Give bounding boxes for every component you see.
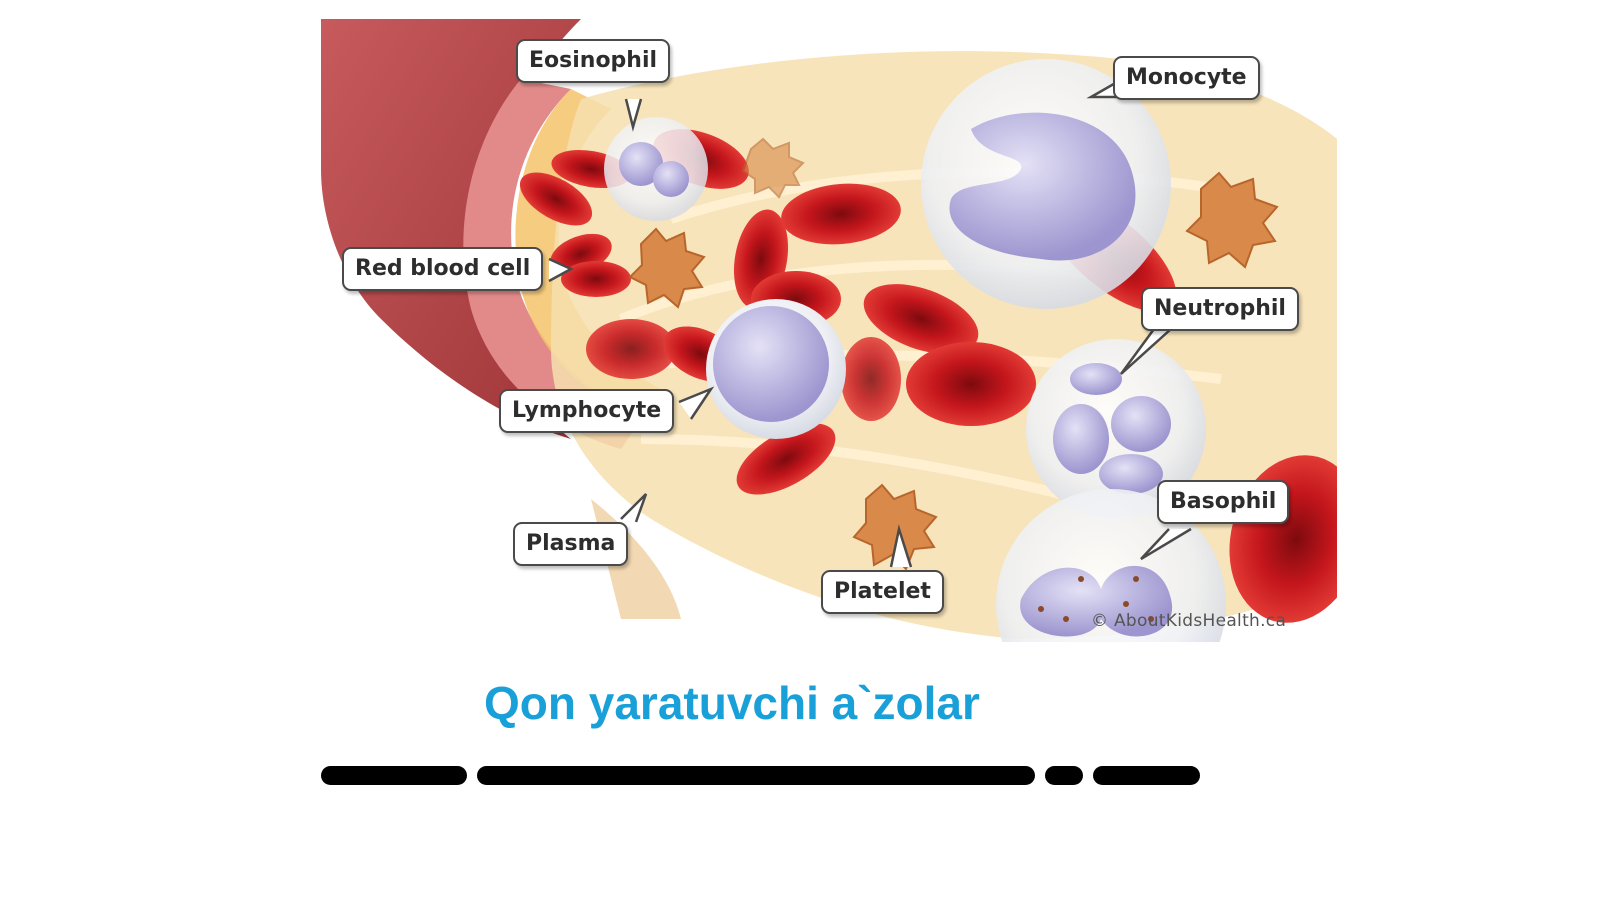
platelets [628, 137, 1279, 571]
label-platelet: Platelet [821, 570, 944, 614]
blood-cells-illustration: Eosinophil Monocyte Red blood cell Neutr… [321, 19, 1337, 642]
label-lymphocyte: Lymphocyte [499, 389, 675, 433]
slide-title: Qon yaratuvchi a`zolar [484, 677, 980, 729]
vessel-wall [321, 19, 581, 439]
label-monocyte: Monocyte [1113, 56, 1260, 100]
neutrophil-cell [1026, 339, 1206, 519]
redacted-text-bar-2 [477, 766, 1035, 785]
label-eosinophil: Eosinophil [516, 39, 671, 83]
label-basophil: Basophil [1157, 480, 1290, 524]
redacted-text-bar-3 [1045, 766, 1083, 785]
label-plasma: Plasma [513, 522, 629, 566]
redacted-text-bar-4 [1093, 766, 1200, 785]
label-red-blood-cell: Red blood cell [342, 247, 544, 291]
blood-illustration-svg [321, 19, 1337, 642]
vessel-inner-wall [463, 79, 641, 449]
image-credit: © AboutKidsHealth.ca [1091, 611, 1287, 631]
eosinophil-cell [604, 117, 708, 221]
label-neutrophil: Neutrophil [1141, 287, 1299, 331]
redacted-text-bar-1 [321, 766, 467, 785]
lymphocyte-cell [706, 299, 846, 439]
basophil-cell [996, 489, 1226, 642]
monocyte-cell [921, 59, 1171, 309]
